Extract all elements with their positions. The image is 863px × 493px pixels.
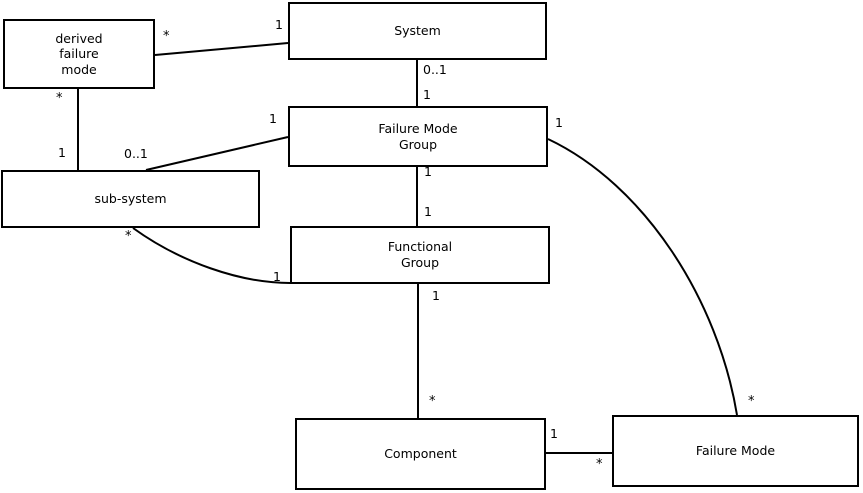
multiplicity-label-mult-fmg-fg-one: 1 xyxy=(424,164,432,179)
multiplicity-label-mult-fmg-system-one: 1 xyxy=(423,87,431,102)
multiplicity-label-mult-fmg-failuremode-one: 1 xyxy=(555,115,563,130)
multiplicity-label-mult-component-fg-star: * xyxy=(429,394,436,409)
multiplicity-label-mult-subsystem-fmg-zero-one: 0..1 xyxy=(124,146,148,161)
multiplicity-label-mult-fg-component-one: 1 xyxy=(432,288,440,303)
class-box-component[interactable]: Component xyxy=(295,418,546,490)
multiplicity-label-mult-system-fmg-zero-one: 0..1 xyxy=(423,62,447,77)
class-box-label-failure-mode-group: Failure Mode Group xyxy=(378,120,458,152)
class-box-label-sub-system: sub-system xyxy=(94,191,167,207)
multiplicity-label-mult-failuremode-component-star: * xyxy=(596,457,603,472)
multiplicity-label-mult-failuremode-fmg-star: * xyxy=(748,394,755,409)
multiplicity-label-mult-dfm-subsystem-star: * xyxy=(56,91,63,106)
class-box-label-derived-failure-mode: derived failure mode xyxy=(55,30,103,77)
class-box-label-functional-group: Functional Group xyxy=(387,239,453,270)
class-box-derived-failure-mode[interactable]: derived failure mode xyxy=(3,19,155,89)
multiplicity-label-mult-fmg-subsystem-one: 1 xyxy=(269,111,277,126)
class-box-failure-mode-group[interactable]: Failure Mode Group xyxy=(288,106,548,167)
connector-failure-mode-group--failure-mode xyxy=(547,138,738,416)
multiplicity-label-mult-dfm-system-star: * xyxy=(163,29,170,44)
multiplicity-label-mult-fg-fmg-one: 1 xyxy=(424,204,432,219)
class-box-label-component: Component xyxy=(384,446,457,462)
multiplicity-label-mult-subsystem-dfm-one: 1 xyxy=(58,145,66,160)
connector-sub-system--functional-group xyxy=(132,227,291,284)
multiplicity-label-mult-fg-subsystem-one: 1 xyxy=(273,269,281,284)
multiplicity-label-mult-component-failuremode-one: 1 xyxy=(550,426,558,441)
connector-sub-system--failure-mode-group xyxy=(145,136,289,171)
class-box-system[interactable]: System xyxy=(288,2,547,60)
class-box-label-failure-mode: Failure Mode xyxy=(695,443,776,459)
class-box-failure-mode[interactable]: Failure Mode xyxy=(612,415,859,487)
class-box-functional-group[interactable]: Functional Group xyxy=(290,226,550,284)
class-box-label-system: System xyxy=(394,23,441,39)
class-box-sub-system[interactable]: sub-system xyxy=(1,170,260,228)
multiplicity-label-mult-system-dfm-one: 1 xyxy=(275,17,283,32)
multiplicity-label-mult-subsystem-fg-star: * xyxy=(125,229,132,244)
connector-derived-failure-mode--system xyxy=(154,42,289,56)
